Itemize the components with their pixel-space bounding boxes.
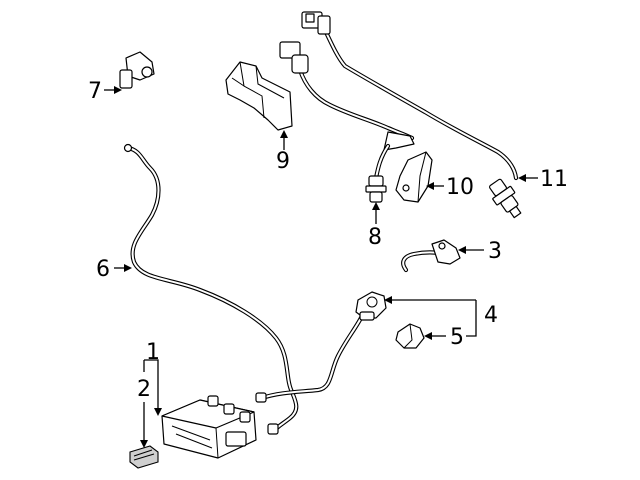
callout-10: 10	[446, 175, 474, 200]
callout-11: 11	[540, 167, 568, 192]
sensor-7	[119, 51, 155, 89]
callout-1: 1	[146, 340, 160, 365]
purge-hose-4	[255, 313, 365, 403]
callout-labels: 1 2 3 4 5 6 7 8 9 10 11	[88, 79, 568, 402]
oxygen-sensor-11	[301, 11, 522, 219]
leader-lines	[104, 86, 538, 448]
callout-9: 9	[276, 149, 290, 174]
evap-canister-1	[161, 395, 257, 459]
sensor-harness-8	[297, 67, 415, 141]
purge-valve-4	[355, 291, 387, 321]
bracket-5	[395, 323, 425, 349]
callout-2: 2	[137, 377, 151, 402]
callout-7: 7	[88, 79, 102, 104]
callout-5: 5	[450, 325, 464, 350]
oxygen-sensor-8	[279, 41, 415, 203]
vent-hose-6	[123, 143, 299, 435]
callout-6: 6	[96, 257, 110, 282]
filter-2	[129, 445, 159, 469]
vent-tube-3	[401, 239, 461, 273]
callout-3: 3	[488, 239, 502, 264]
bracket-10	[395, 151, 433, 203]
sensor-harness-11	[322, 27, 519, 181]
callout-8: 8	[368, 225, 382, 250]
bracket-9	[225, 61, 293, 131]
callout-4: 4	[484, 303, 498, 328]
